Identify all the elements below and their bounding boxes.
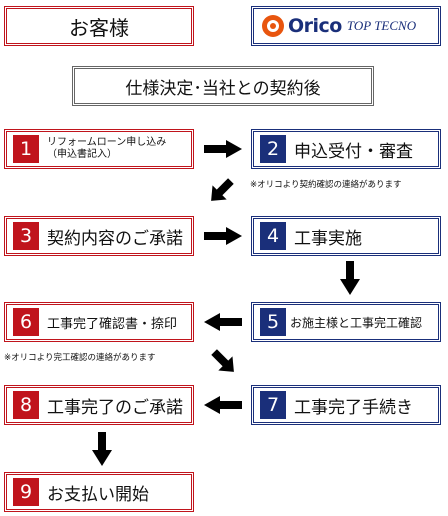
step-9-number: 9 bbox=[13, 478, 39, 506]
note-contract-confirmation: ※オリコより契約確認の連絡があります bbox=[250, 180, 402, 190]
step-3-label: 契約内容のご承諾 bbox=[47, 228, 183, 249]
step-5-label: お施主様と工事完工確認 bbox=[290, 315, 423, 330]
step-8-box: 8 工事完了のご承諾 bbox=[4, 385, 194, 425]
subtitle: 仕様決定･当社との契約後 bbox=[125, 78, 321, 99]
step-8-number: 8 bbox=[13, 391, 39, 419]
step-2-number: 2 bbox=[260, 135, 286, 163]
step-1-number: 1 bbox=[13, 135, 39, 163]
customer-label: お客様 bbox=[69, 15, 129, 40]
customer-header-box: お客様 bbox=[4, 6, 194, 46]
step-9-label: お支払い開始 bbox=[47, 484, 149, 505]
arrow-step3-to-step4 bbox=[204, 227, 242, 245]
step-6-box: 6 工事完了確認書・捺印 bbox=[4, 302, 194, 342]
step-6-label: 工事完了確認書・捺印 bbox=[47, 316, 178, 332]
step-4-number: 4 bbox=[260, 222, 286, 250]
step-4-box: 4 工事実施 bbox=[251, 216, 441, 256]
step-3-number: 3 bbox=[13, 222, 39, 250]
step-7-number: 7 bbox=[260, 391, 286, 419]
step-2-box: 2 申込受付・審査 bbox=[251, 129, 441, 169]
step-2-label: 申込受付・審査 bbox=[294, 141, 413, 162]
step-3-box: 3 契約内容のご承諾 bbox=[4, 216, 194, 256]
step-1-label: リフォームローン申し込み （申込書記入） bbox=[47, 137, 167, 160]
arrow-step6-to-step7 bbox=[211, 349, 234, 372]
orico-brand: Orico bbox=[288, 15, 342, 37]
step-5-number: 5 bbox=[260, 308, 286, 336]
step-7-label: 工事完了手続き bbox=[294, 397, 413, 418]
step-4-label: 工事実施 bbox=[294, 228, 362, 249]
step-7-box: 7 工事完了手続き bbox=[251, 385, 441, 425]
orico-sub: TOP TECNO bbox=[346, 18, 417, 33]
orico-logo-box: Orico TOP TECNO bbox=[251, 6, 441, 46]
step-1-box: 1 リフォームローン申し込み （申込書記入） bbox=[4, 129, 194, 169]
arrow-step4-to-step5 bbox=[340, 261, 360, 295]
subtitle-box: 仕様決定･当社との契約後 bbox=[72, 66, 374, 106]
arrow-step1-to-step2 bbox=[204, 140, 242, 158]
step-6-number: 6 bbox=[13, 308, 39, 336]
arrow-step7-to-step8 bbox=[204, 396, 242, 414]
note-completion-confirmation: ※オリコより完工確認の連絡があります bbox=[4, 353, 156, 363]
arrow-step5-to-step6 bbox=[204, 313, 242, 331]
step-9-box: 9 お支払い開始 bbox=[4, 472, 194, 512]
arrow-step8-to-step9 bbox=[92, 432, 112, 466]
step-8-label: 工事完了のご承諾 bbox=[47, 397, 183, 418]
orico-logo-icon bbox=[262, 15, 284, 37]
arrow-step2-to-step3 bbox=[211, 178, 234, 201]
step-5-box: 5 お施主様と工事完工確認 bbox=[251, 302, 441, 342]
